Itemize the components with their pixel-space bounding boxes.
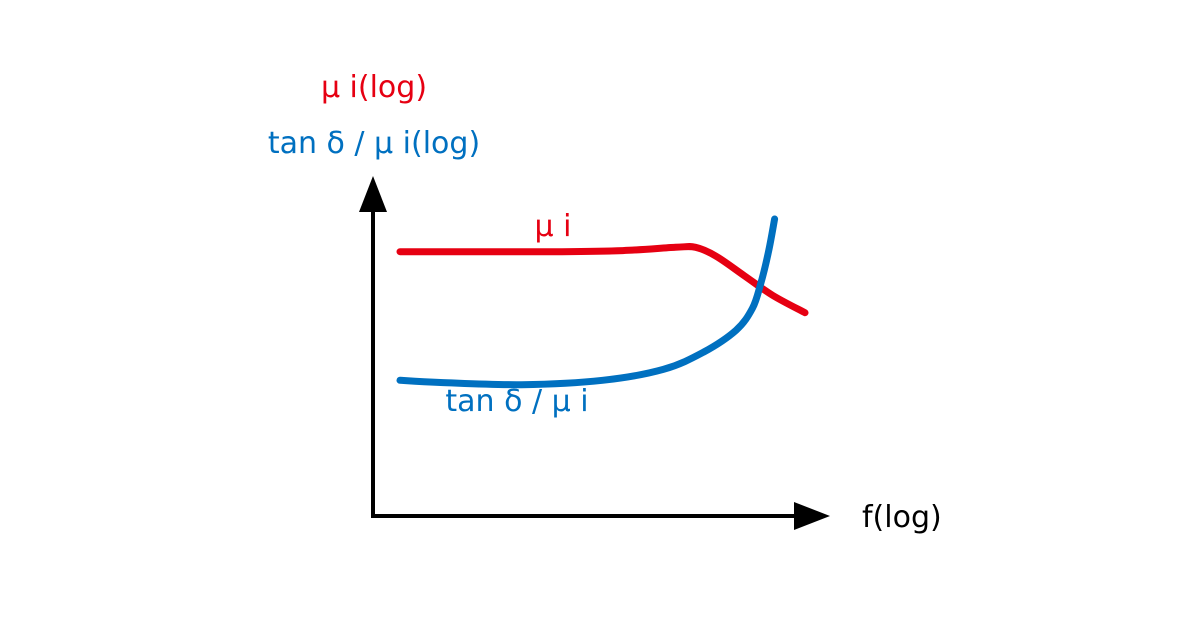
x-axis-label: f(log) xyxy=(862,500,942,535)
y-axis-arrowhead xyxy=(359,176,387,212)
axes xyxy=(359,176,830,530)
series-label-tan-delta: tan δ / μ i xyxy=(445,384,588,419)
y-axis-label-tan-delta: tan δ / μ i(log) xyxy=(268,126,480,161)
y-axis-label-mu: μ i(log) xyxy=(321,70,427,105)
series-line-mu xyxy=(396,243,809,317)
series-label-mu: μ i xyxy=(535,209,572,244)
series-line-tan-delta xyxy=(396,215,779,389)
series-layer xyxy=(396,215,809,389)
x-axis-arrowhead xyxy=(794,502,830,530)
